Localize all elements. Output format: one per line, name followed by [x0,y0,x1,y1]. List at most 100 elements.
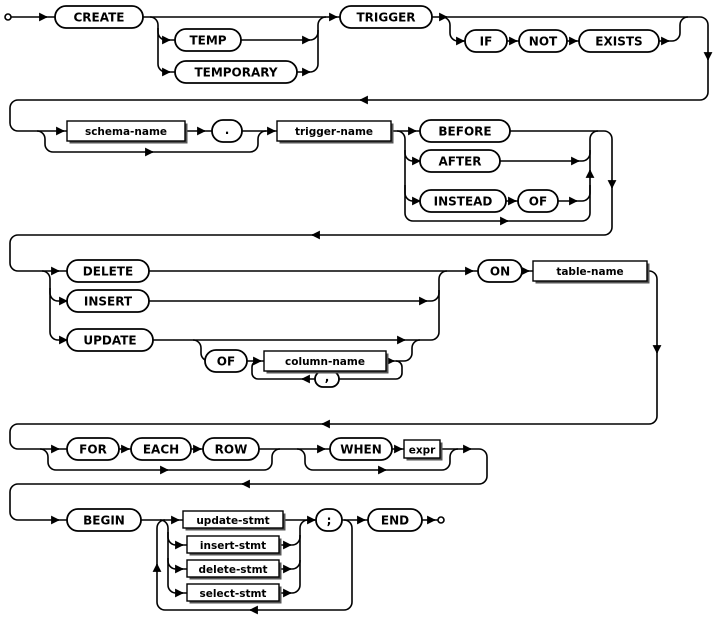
keyword-exists: EXISTS [578,29,660,53]
keyword-trigger-shape [339,5,433,29]
nonterminal-column-name-label: column-name [285,356,365,368]
keyword-for-label: FOR [79,443,107,457]
nonterminal-update-stmt-label: update-stmt [196,515,269,527]
track-main [9,16,709,521]
keyword-begin-label: BEGIN [83,514,125,528]
nonterminal-expr-label: expr [409,445,436,457]
nonterminal-trigger-name-label: trigger-name [295,126,373,138]
nonterminal-trigger-name-shape[interactable] [276,120,392,142]
literal-dot: . [211,119,243,143]
nonterminal-update-stmt[interactable]: update-stmt [182,510,286,531]
keyword-create-shape [54,5,144,29]
track-when-bypass [296,448,459,471]
nonterminal-trigger-name[interactable]: trigger-name [276,120,394,144]
keyword-delete: DELETE [66,259,150,283]
keyword-when-label: WHEN [340,443,382,457]
start-terminal [4,13,12,21]
keyword-end-label: END [381,514,409,528]
keyword-of-instead-label: OF [529,195,547,209]
keyword-row: ROW [202,437,260,461]
keyword-create-label: CREATE [74,11,125,25]
nonterminal-delete-stmt-shape[interactable] [186,559,280,578]
nonterminal-expr[interactable]: expr [403,439,443,461]
literal-semicolon-label: ; [327,514,332,528]
keyword-end: END [367,508,423,532]
keyword-delete-label: DELETE [83,265,133,279]
keyword-if-label: IF [480,35,493,49]
nonterminal-select-stmt-shape[interactable] [186,583,280,602]
keyword-instead-label: INSTEAD [434,195,493,209]
keyword-temporary: TEMPORARY [174,60,298,84]
track-timing-bypass [404,185,591,222]
keyword-trigger-label: TRIGGER [356,11,415,25]
track-update-branch [49,288,440,341]
literal-semicolon: ; [315,508,343,532]
nonterminal-schema-name-label: schema-name [85,126,167,138]
nonterminal-insert-stmt-shape[interactable] [186,535,280,554]
nonterminal-column-name[interactable]: column-name [263,350,389,374]
nonterminal-expr-shape[interactable] [403,439,441,459]
nonterminal-delete-stmt[interactable]: delete-stmt [186,559,282,580]
nonterminal-update-stmt-shape[interactable] [182,510,284,529]
keyword-temporary-label: TEMPORARY [194,66,277,80]
keyword-update-shape [66,328,154,352]
nonterminal-table-name-label: table-name [556,266,623,278]
keyword-not: NOT [518,29,568,53]
literal-dot-label: . [225,123,230,137]
nonterminal-table-name[interactable]: table-name [532,260,650,284]
keyword-trigger: TRIGGER [339,5,433,29]
literal-semicolon-shape [315,508,343,532]
keyword-end-shape [367,508,423,532]
keyword-begin-shape [66,508,142,532]
keyword-before-label: BEFORE [438,125,491,139]
keyword-if-shape [464,29,508,53]
keyword-exists-shape [578,29,660,53]
nonterminal-select-stmt[interactable]: select-stmt [186,583,282,604]
keyword-not-shape [518,29,568,53]
keyword-for-shape [66,437,120,461]
keyword-begin: BEGIN [66,508,142,532]
keyword-not-label: NOT [529,35,558,49]
track-insert-branch [41,270,448,302]
nonterminal-insert-stmt[interactable]: insert-stmt [186,535,282,556]
keyword-after-label: AFTER [438,155,481,169]
nonterminal-schema-name[interactable]: schema-name [66,120,188,144]
keyword-if: IF [464,29,508,53]
keyword-row-label: ROW [215,443,248,457]
keyword-for: FOR [66,437,120,461]
keyword-each: EACH [130,437,192,461]
keyword-each-label: EACH [143,443,179,457]
keyword-update: UPDATE [66,328,154,352]
keyword-on: ON [477,259,523,283]
keyword-each-shape [130,437,192,461]
literal-comma-label: , [325,370,330,384]
keyword-update-label: UPDATE [83,334,136,348]
literal-dot-shape [211,119,243,143]
nonterminal-table-name-shape[interactable] [532,260,648,282]
keyword-instead: INSTEAD [419,189,507,213]
nonterminal-delete-stmt-label: delete-stmt [198,564,267,576]
nonterminal-schema-name-shape[interactable] [66,120,186,142]
keyword-row-shape [202,437,260,461]
keyword-temp: TEMP [174,28,242,52]
keyword-delete-shape [66,259,150,283]
keyword-on-shape [477,259,523,283]
keyword-temporary-shape [174,60,298,84]
keyword-temp-shape [174,28,242,52]
keyword-of-update: OF [204,349,248,373]
keyword-insert-shape [66,289,150,313]
keyword-on-label: ON [490,265,510,279]
keyword-insert: INSERT [66,289,150,313]
keyword-of-update-label: OF [217,355,235,369]
keyword-of-instead-shape [517,189,559,213]
nonterminal-column-name-shape[interactable] [263,350,387,372]
keyword-before-shape [419,119,511,143]
keyword-after-shape [419,149,501,173]
keyword-of-instead: OF [517,189,559,213]
keyword-create: CREATE [54,5,144,29]
nonterminal-insert-stmt-label: insert-stmt [200,540,266,552]
keyword-when-shape [329,437,393,461]
keyword-after: AFTER [419,149,501,173]
